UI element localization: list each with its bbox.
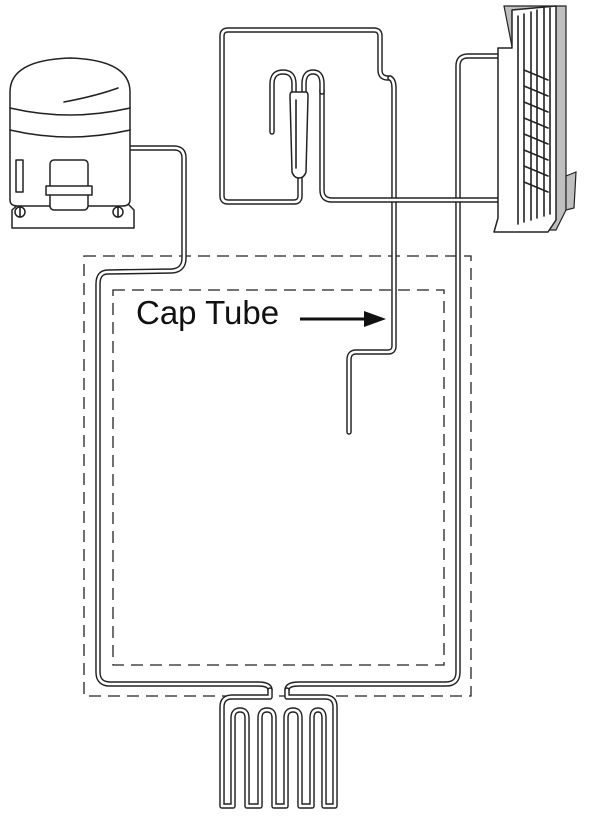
filter-drier bbox=[269, 69, 325, 179]
condenser bbox=[493, 5, 577, 233]
cap-tube bbox=[346, 75, 397, 435]
cap-tube-label: Cap Tube bbox=[136, 294, 280, 331]
evaporator-coil bbox=[219, 687, 338, 809]
cabinet-inner-outline bbox=[112, 289, 445, 666]
compressor bbox=[9, 57, 135, 229]
cabinet-outer-outline bbox=[83, 255, 472, 697]
cap-tube-arrow bbox=[300, 311, 386, 327]
cabinet-loop-tube bbox=[95, 53, 548, 693]
drier-loop-tube bbox=[219, 27, 393, 205]
condenser-return-tube bbox=[319, 87, 531, 203]
